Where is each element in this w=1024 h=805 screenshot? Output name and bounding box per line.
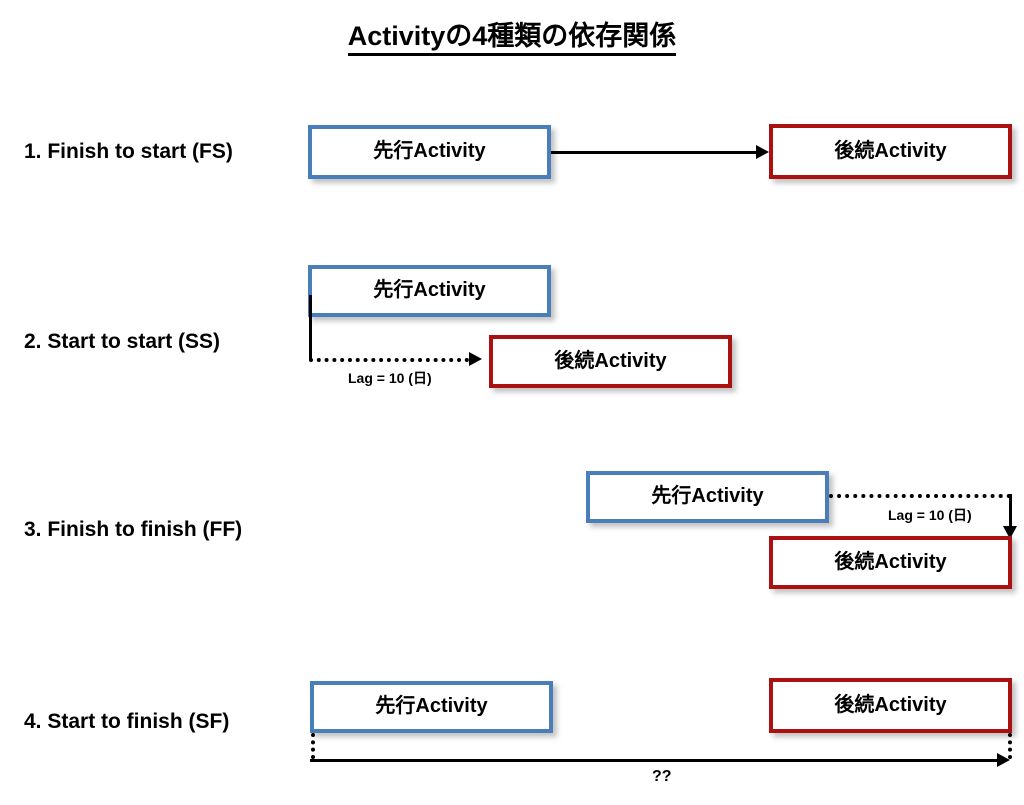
row2-successor-label: 後続Activity: [554, 349, 667, 372]
row1-predecessor-label: 先行Activity: [373, 140, 486, 162]
row4-predecessor-box[interactable]: 先行Activity: [310, 681, 553, 733]
row1-successor-label: 後続Activity: [834, 139, 947, 162]
row4-successor-label: 後続Activity: [834, 693, 947, 716]
row1-predecessor-box[interactable]: 先行Activity: [308, 125, 551, 179]
row1-arrow-head: [756, 145, 769, 159]
row3-vertical-connector: [1009, 494, 1012, 532]
row2-predecessor-box[interactable]: 先行Activity: [308, 265, 551, 317]
row-label-sf: 4. Start to finish (SF): [24, 710, 230, 733]
row1-successor-box[interactable]: 後続Activity: [769, 124, 1012, 179]
row4-connector-line: [310, 759, 998, 762]
row3-lag-line: [829, 494, 1011, 498]
row3-predecessor-box[interactable]: 先行Activity: [586, 471, 829, 523]
row2-lag-label: Lag = 10 (日): [348, 370, 432, 386]
page-title: Activityの4種類の依存関係: [0, 14, 1024, 56]
row2-lag-line: [309, 358, 469, 362]
row-label-fs: 1. Finish to start (FS): [24, 140, 233, 163]
row4-successor-drop-line: [1008, 733, 1012, 759]
row4-arrow-head: [997, 753, 1010, 767]
row-label-ss: 2. Start to start (SS): [24, 330, 221, 353]
row3-arrow-head: [1003, 526, 1017, 539]
row2-arrow-head: [469, 352, 482, 366]
row3-successor-label: 後続Activity: [834, 550, 947, 573]
row4-successor-box[interactable]: 後続Activity: [769, 678, 1012, 733]
row2-predecessor-label: 先行Activity: [373, 279, 486, 301]
row3-lag-label: Lag = 10 (日): [888, 507, 972, 523]
row4-connector-label: ??: [652, 768, 672, 785]
row3-predecessor-label: 先行Activity: [651, 485, 764, 507]
page-title-text: Activityの4種類の依存関係: [347, 21, 677, 56]
row2-vertical-connector: [309, 295, 312, 360]
row2-successor-box[interactable]: 後続Activity: [489, 335, 732, 388]
row-label-ff: 3. Finish to finish (FF): [24, 518, 243, 541]
row4-predecessor-label: 先行Activity: [375, 695, 488, 717]
row3-successor-box[interactable]: 後続Activity: [769, 536, 1012, 589]
row1-connector-line: [551, 151, 756, 154]
row4-predecessor-drop-line: [311, 733, 315, 759]
